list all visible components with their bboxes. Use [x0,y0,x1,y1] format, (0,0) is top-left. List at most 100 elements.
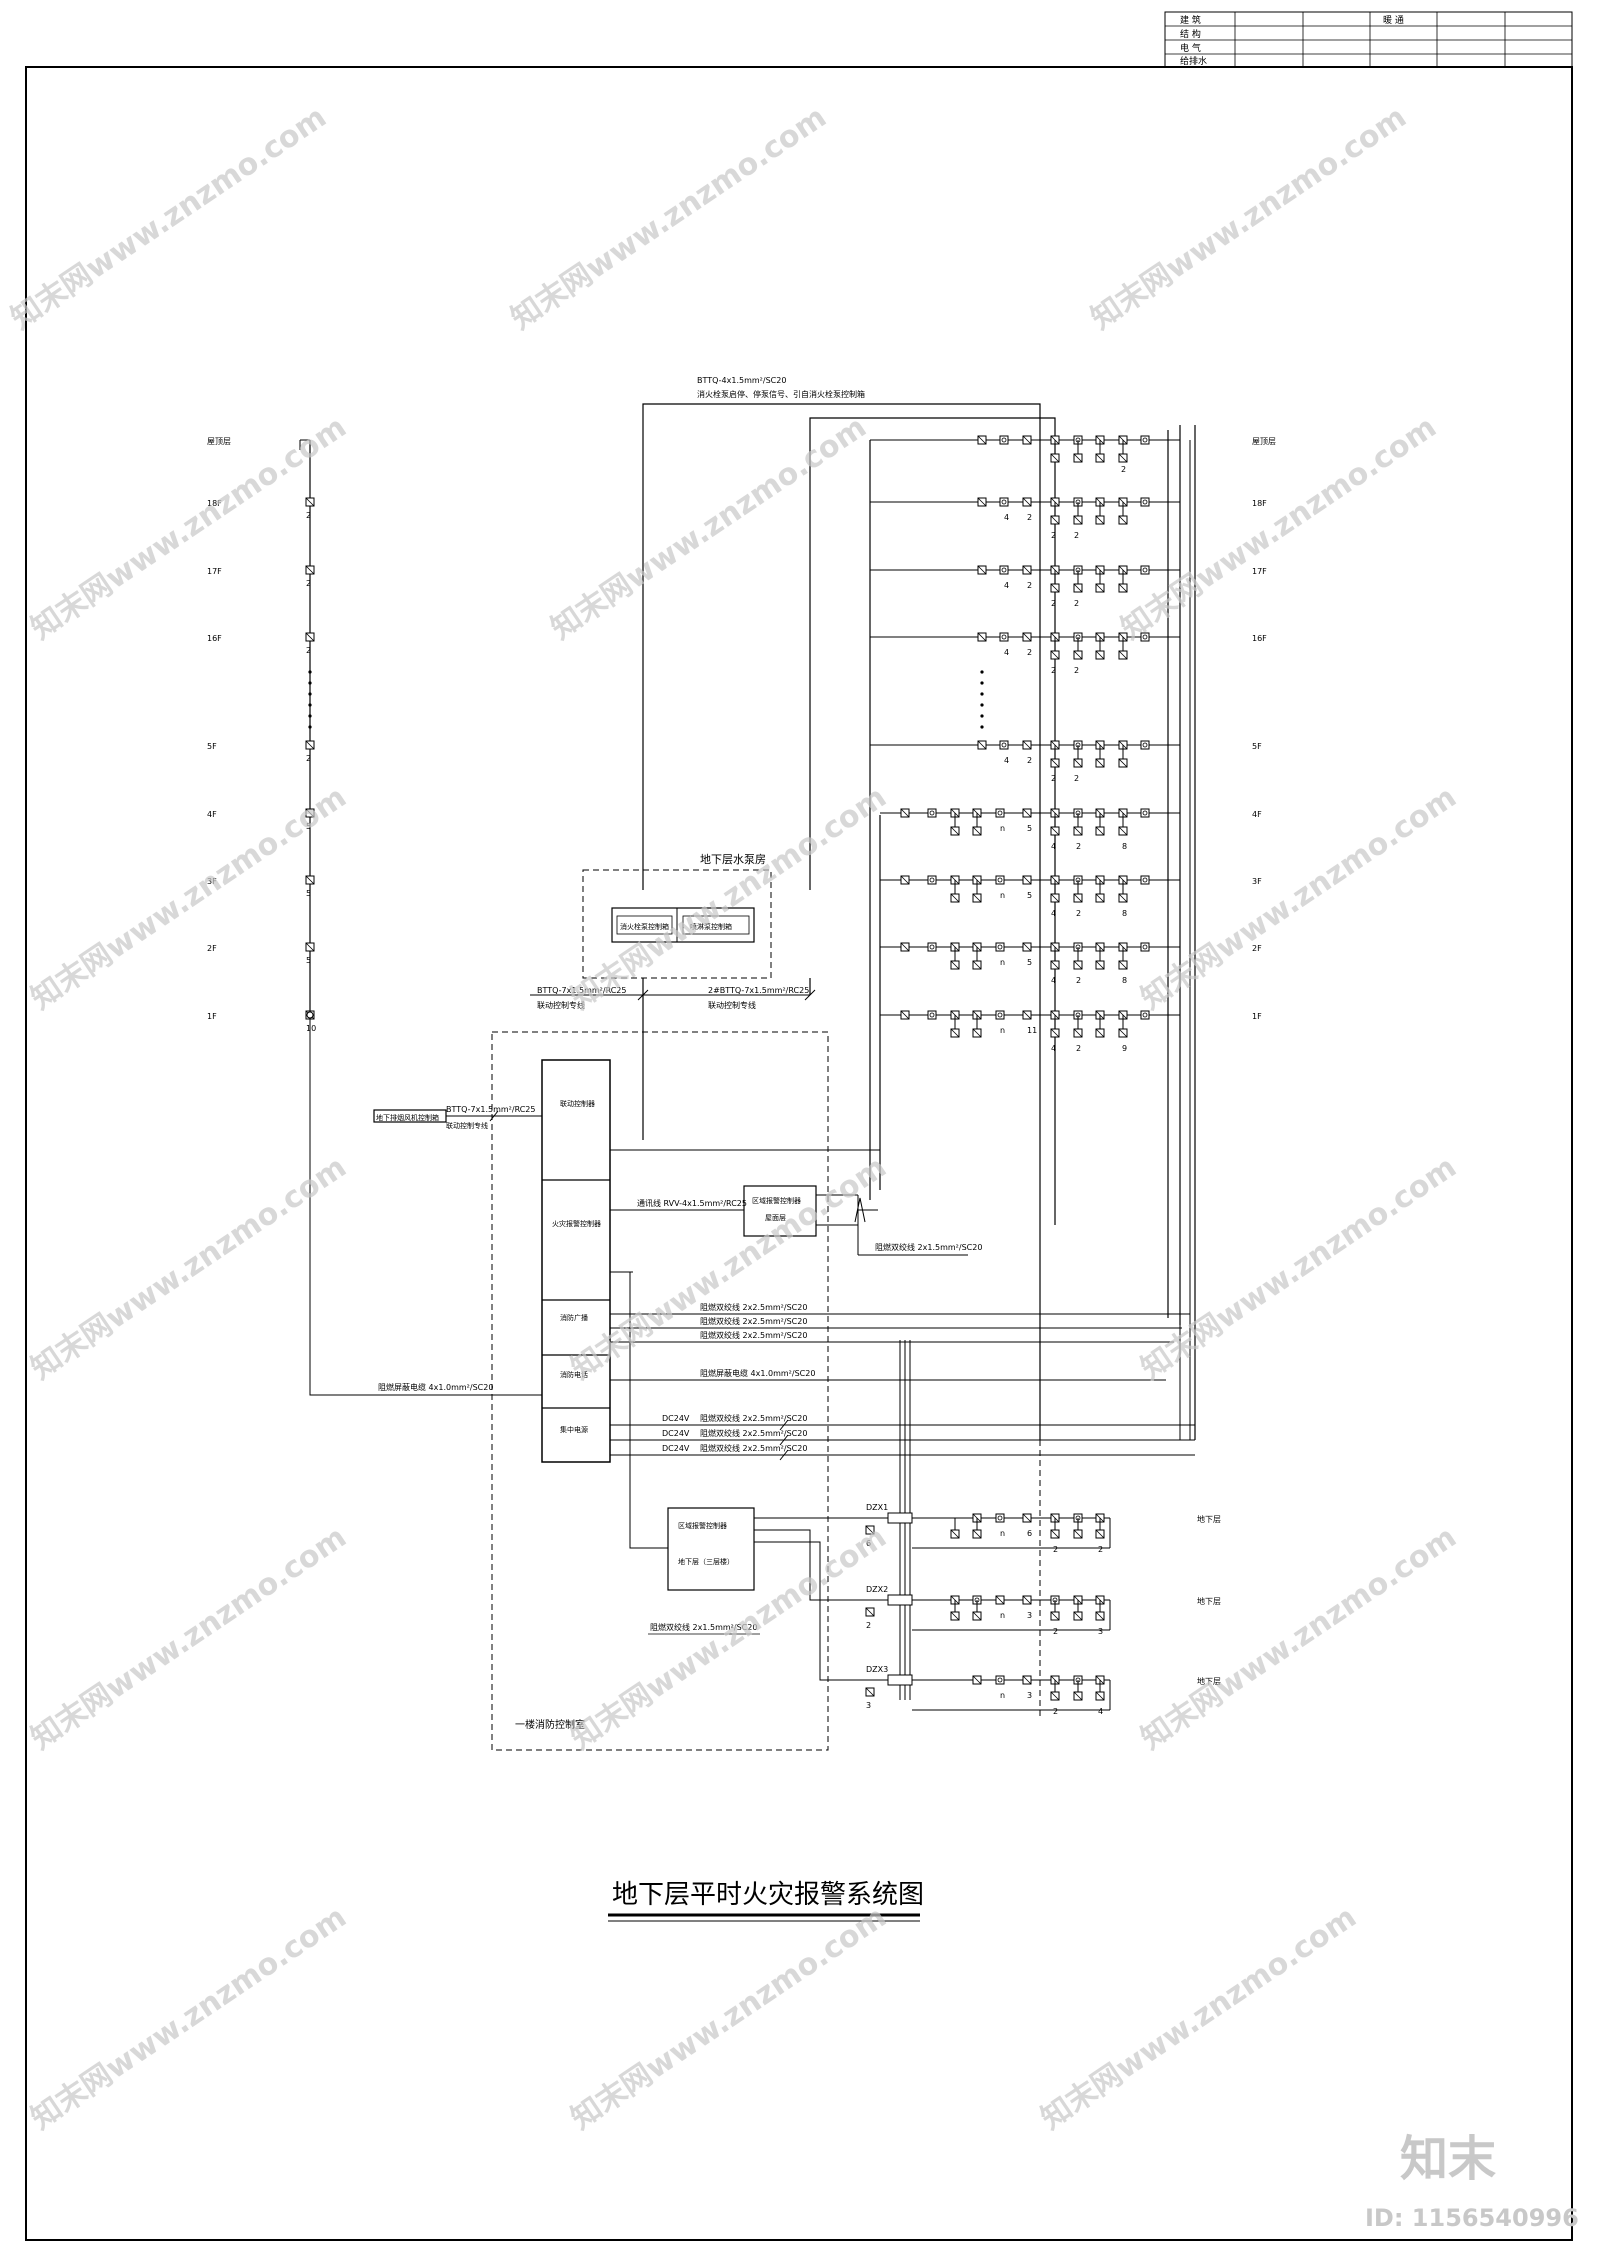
watermark: 知末网www.znzmo.com [565,1900,893,2137]
unit-broadcast: 消防广播 [560,1313,588,1322]
drawing-frame [25,66,1573,2241]
left-floor-label: 2F [207,944,217,953]
right-floor-label: 屋顶层 [1252,437,1276,446]
watermark: 知末网www.znzmo.com [545,410,873,647]
watermark: 知末网www.znzmo.com [565,780,893,1017]
link-cable-2: 2#BTTQ-7x1.5mm²/RC25 [708,986,809,995]
row-count: 3 [1098,1627,1103,1636]
drawing-title-text: 地下层平时火灾报警系统图 [612,1880,924,1910]
row-count: 2 [1074,599,1079,608]
right-floor-label: 1F [1252,1012,1262,1021]
row-count: 2 [1076,909,1081,918]
right-floor-label: 2F [1252,944,1262,953]
watermark: 知末网www.znzmo.com [25,780,353,1017]
watermark: 知末网www.znzmo.com [1035,1900,1363,2137]
right-floor-label: 5F [1252,742,1262,751]
left-floor-device: 2 [305,565,315,588]
row-count: 2 [1074,774,1079,783]
area-controller-2-line1: 区域报警控制器 [678,1521,727,1530]
pump-room-title: 地下层水泵房 [700,853,766,866]
left-floor-label: 4F [207,810,217,819]
row-count: 4 [1004,581,1009,590]
title-block-discipline-water: 给排水 [1180,55,1207,67]
row-count: 4 [1004,513,1009,522]
watermark: 知末网www.znzmo.com [25,1900,353,2137]
row-count: n [1000,1026,1005,1035]
right-floor-label: 16F [1252,634,1267,643]
dc-label: DC24V [662,1444,690,1453]
row-count: 5 [1027,958,1032,967]
unit-power: 集中电源 [560,1425,588,1434]
left-floor-device: 5 [305,942,315,965]
hydrant-pump-box: 消火栓泵控制箱 [620,922,669,931]
row-count: 9 [1122,1044,1127,1053]
area-controller-roof: 区域报警控制器 屋面层 通讯线 RVV-4x1.5mm²/RC25 阻燃双绞线 … [610,1149,982,1256]
left-floor-device: 2 [305,632,315,655]
row-count: n [1000,1529,1005,1538]
basement-bus-label: 阻燃双绞线 2x1.5mm²/SC20 [650,1622,757,1632]
bus-label: 阻燃屏蔽电缆 4x1.0mm²/SC20 [700,1368,815,1378]
row-count: 2 [1076,976,1081,985]
left-floor-label: 5F [207,742,217,751]
sprinkler-pump-box: 喷淋泵控制箱 [690,922,732,931]
row-count: 2 [1027,513,1032,522]
left-floor-device: 10 [305,1010,316,1033]
dzx-label: DZX2 [866,1585,888,1594]
comm-cable-label: 通讯线 RVV-4x1.5mm²/RC25 [637,1198,747,1208]
dzx-count: 3 [866,1701,871,1710]
fan-control: 地下排烟风机控制箱 BTTQ-7x1.5mm²/RC25 联动控制专线 [373,1105,542,1130]
row-count: 2 [1051,666,1056,675]
top-cable-note: 消火栓泵启停、停泵信号、引自消火栓泵控制箱 [697,389,865,399]
watermark: 知末网www.znzmo.com [565,1150,893,1387]
row-count: n [1000,824,1005,833]
link-cables: BTTQ-7x1.5mm²/RC25 联动控制专线 2#BTTQ-7x1.5mm… [530,978,816,1140]
controller-stack: 联动控制器 火灾报警控制器 消防广播 消防电话 集中电源 [541,1059,611,1463]
row-count: 2 [1074,666,1079,675]
watermark: 知末网www.znzmo.com [1085,100,1413,337]
row-count: 2 [1053,1545,1058,1554]
left-floor-count: 5 [306,889,311,898]
row-count: 2 [1027,756,1032,765]
brand-logo-text: 知末 [1400,2131,1496,2187]
row-count: 2 [1074,531,1079,540]
bus-label: 阻燃双绞线 2x2.5mm²/SC20 [700,1316,807,1326]
left-floor-device: 2 [305,740,315,763]
link-cable-1: BTTQ-7x1.5mm²/RC25 [537,986,627,995]
row-count: 2 [1098,1545,1103,1554]
dzx-count: 2 [866,1621,871,1630]
unit-fire-alarm-controller: 火灾报警控制器 [552,1219,601,1228]
left-floor-label: 18F [207,499,222,508]
dc-label: DC24V [662,1414,690,1423]
left-floor-count: 2 [306,579,311,588]
title-block: 建 筑 结 构 电 气 给排水 暖 通 [1164,11,1573,68]
row-count: 4 [1098,1707,1103,1716]
watermark: 知末网www.znzmo.com [5,100,333,337]
left-floor-count: 2 [306,511,311,520]
left-floor-label: 屋顶层 [207,437,231,446]
left-floor-device: 2 [305,497,315,520]
link-cable-2-note: 联动控制专线 [708,1000,756,1010]
left-floor-label: 17F [207,567,222,576]
row-count: 2 [1051,531,1056,540]
row-count: 5 [1027,891,1032,900]
row-count: 3 [1027,1611,1032,1620]
dc-cable-label: 阻燃双绞线 2x2.5mm²/SC20 [700,1428,807,1438]
left-floor-count: 5 [306,822,311,831]
watermark: 知末网www.znzmo.com [505,100,833,337]
row-count: 2 [1076,842,1081,851]
basement-label: 地下层 [1197,1676,1221,1686]
left-floor-label: 3F [207,877,217,886]
left-floor-ellipsis [308,670,312,729]
row-count: n [1000,958,1005,967]
pump-room: 地下层水泵房 消火栓泵控制箱 喷淋泵控制箱 [582,853,772,979]
fan-cable-note: 联动控制专线 [446,1121,488,1130]
row-count: 8 [1122,909,1127,918]
row-count: n [1000,891,1005,900]
